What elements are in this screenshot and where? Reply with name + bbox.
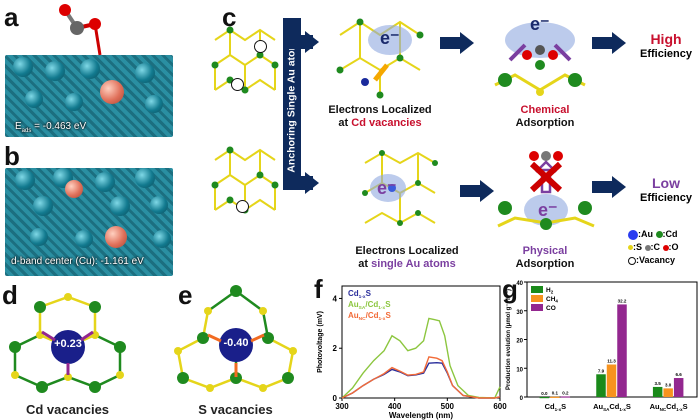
y-axis-label: Production evolution (μmol g⁻¹ h⁻¹) [505, 289, 512, 390]
arrow-right-icon [440, 32, 478, 54]
atom-legend: :Au :Cd :S :C :O :Vacancy [628, 228, 679, 267]
panel-label-e: e [178, 280, 193, 310]
x-tick-label: 400 [388, 402, 402, 411]
legend-entry: CO [546, 305, 556, 312]
series-line-2 [341, 356, 501, 399]
y-tick-label: 0 [333, 394, 338, 403]
arrow-right-icon [305, 31, 345, 53]
legend-entry: AuSA/Cd1-xS [348, 300, 391, 311]
y-tick-label: 30 [516, 310, 523, 316]
electron-localized-au-atom [362, 150, 438, 226]
y-tick-label: 2 [333, 344, 338, 353]
anchoring-bar [283, 18, 301, 190]
y-tick-label: 4 [333, 294, 338, 303]
legend-swatch [531, 295, 543, 302]
physical-adsorption-illustration [497, 151, 595, 230]
bar-CH4-0 [550, 396, 560, 398]
bar-value-label: 6.6 [676, 372, 683, 377]
bar-CO-0 [560, 396, 571, 398]
bar-CH4-1 [606, 364, 617, 397]
caption-cd-vacancies: Cd vacancies [25, 402, 110, 417]
electron-symbol: e⁻ [530, 14, 550, 34]
legend-entry: H2 [546, 287, 554, 295]
vacancy-marker [254, 40, 267, 53]
vacancy-marker [231, 78, 244, 91]
plot-frame [341, 285, 501, 399]
cd-vacancy-structure [9, 293, 126, 393]
arrow-right-icon [305, 172, 345, 194]
electron-localized-cd-vacancy [336, 18, 424, 99]
crystal-structure-a: Eads = -0.463 eV [5, 55, 173, 137]
legend-entry: Cd1-xS [348, 289, 372, 300]
bar-H2-1 [596, 374, 606, 397]
bar-H2-0 [539, 397, 550, 399]
panel-label-b: b [4, 141, 20, 171]
electron-symbol: e⁻ [538, 200, 558, 220]
bar-value-label: 3.5 [655, 381, 662, 386]
electron-symbol: e⁻ [380, 28, 400, 48]
vacancy-marker [236, 200, 249, 213]
legend-entry: CH4 [546, 296, 558, 304]
panel-label-f: f [314, 274, 323, 304]
y-tick-label: 40 [516, 281, 523, 287]
bar-value-label: 0.2 [562, 390, 569, 395]
arrow-right-icon [592, 176, 630, 198]
series-line-1 [341, 317, 501, 399]
bar-value-label: 0.0 [541, 391, 548, 396]
x-tick-label: 500 [441, 402, 455, 411]
panel-label-d: d [2, 280, 18, 310]
charge-value-d: +0.23 [54, 338, 82, 350]
anchoring-label: Anchoring Single Au atoms [286, 35, 299, 173]
arrow-right-icon [460, 180, 498, 202]
panel-label-g: g [502, 274, 518, 304]
charge-value-e: -0.40 [223, 337, 249, 349]
x-axis-label: Wavelength (nm) [389, 411, 453, 420]
legend-swatch [531, 286, 543, 293]
bar-CO-2 [673, 378, 684, 397]
x-tick-label: AuSACd1-xS [593, 402, 631, 412]
panel-label-c: c [222, 2, 237, 32]
x-tick-label: AuNCCd1-xS [650, 402, 688, 412]
cds-lattice-top [211, 26, 279, 94]
adsorption-energy: Eads = -0.463 eV [15, 121, 87, 134]
bar-value-label: 11.3 [607, 359, 616, 364]
arrow-right-icon [592, 32, 630, 54]
bar-value-label: 0.1 [552, 391, 559, 396]
s-vacancy-structure [174, 285, 297, 392]
x-tick-label: Cd1-xS [545, 402, 567, 412]
bar-CO-1 [617, 304, 627, 397]
crystal-structure-b: d-band center (Cu): -1.161 eV [5, 168, 173, 276]
y-axis-label: Photovoltage (mV) [317, 311, 324, 373]
co2-molecule-icon [59, 4, 102, 56]
bar-value-label: 7.9 [598, 368, 605, 373]
d-band-center: d-band center (Cu): -1.161 eV [11, 256, 144, 267]
bar-H2-2 [652, 386, 663, 397]
y-tick-label: 0 [520, 396, 524, 402]
bar-value-label: 32.2 [618, 298, 627, 303]
x-tick-label: 600 [493, 402, 507, 411]
electron-symbol: e⁻ [377, 178, 397, 198]
chemical-adsorption-illustration [494, 22, 586, 96]
bar-value-label: 3.0 [665, 382, 672, 387]
legend-entry: AuNC/Cd1-xS [348, 311, 391, 322]
bar-CH4-2 [663, 388, 673, 397]
caption-s-vacancies: S vacancies [198, 402, 273, 417]
series-line-0 [341, 361, 501, 399]
x-tick-label: 300 [335, 402, 349, 411]
legend-swatch [531, 304, 543, 311]
y-tick-label: 10 [516, 367, 523, 373]
y-tick-label: 20 [516, 339, 523, 345]
panel-label-a: a [4, 2, 19, 32]
